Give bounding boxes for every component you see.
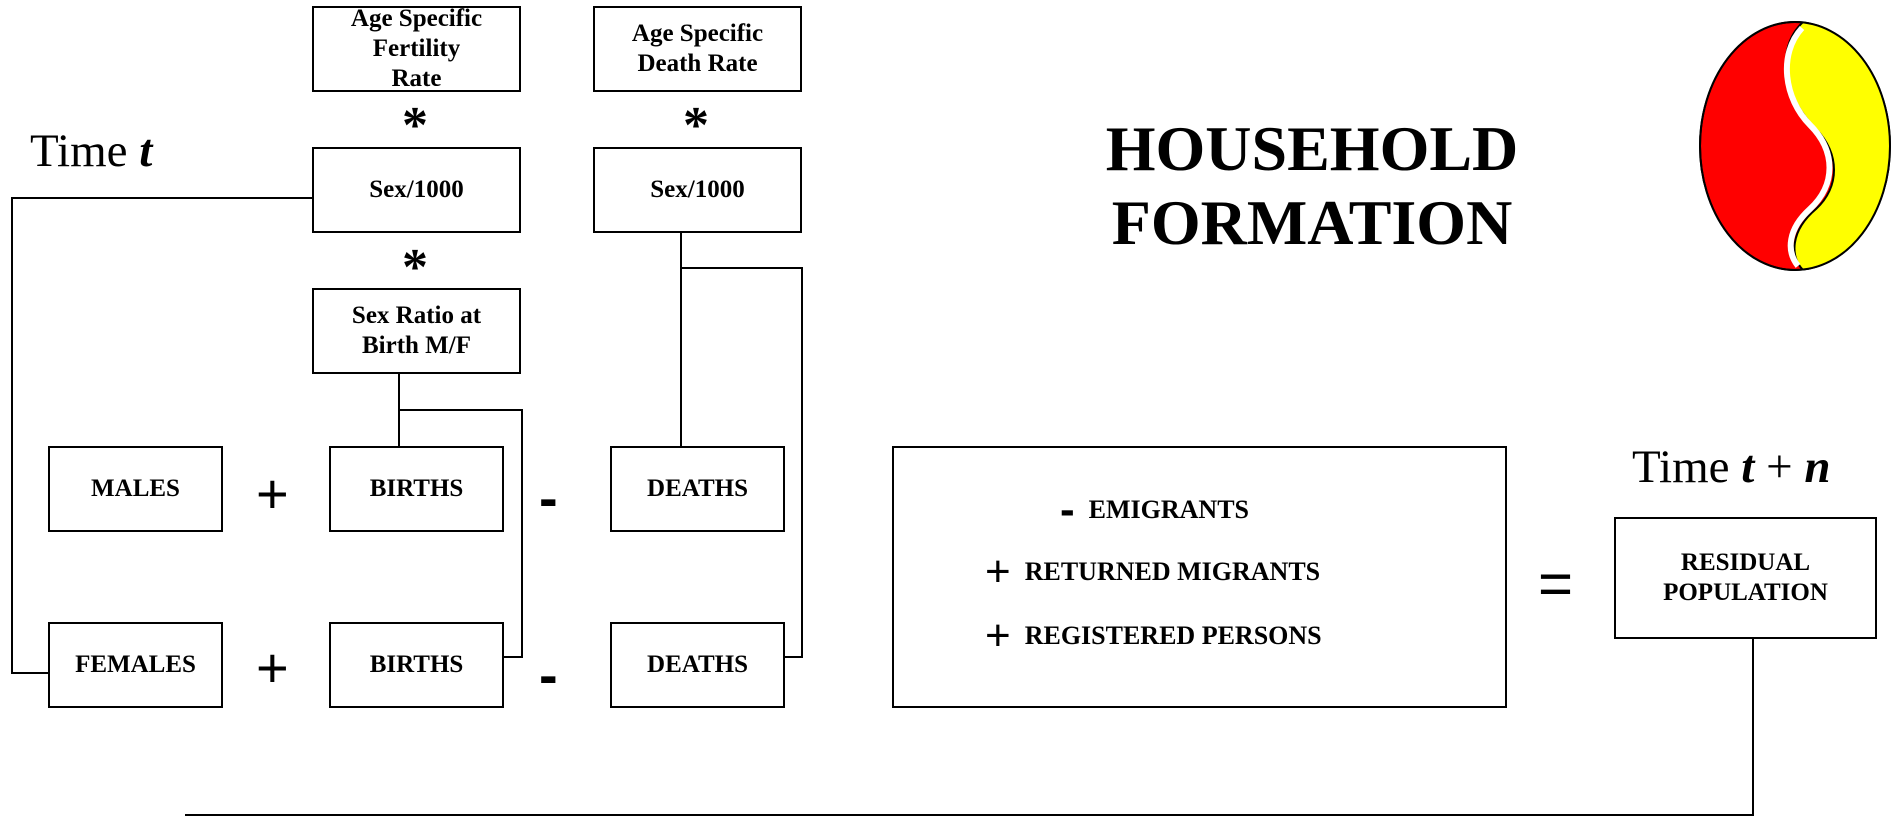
deaths-box-females: DEATHS: [610, 622, 785, 708]
registered-persons-label: REGISTERED PERSONS: [1024, 621, 1322, 650]
residual-population-box: RESIDUAL POPULATION: [1614, 517, 1877, 639]
returned-migrants-label: RETURNED MIGRANTS: [1024, 557, 1321, 586]
asdr-line-2: Death Rate: [637, 50, 758, 77]
sex-per-1000-label-fertility: Sex/1000: [369, 176, 464, 203]
plus-operator: +: [256, 636, 289, 699]
plus-sign: +: [985, 547, 1011, 596]
diagram-title: HOUSEHOLD FORMATION: [1052, 112, 1572, 260]
connector-sex-to-deaths-bottom: [681, 267, 803, 658]
sex-per-1000-label-death: Sex/1000: [650, 176, 745, 203]
males-box: MALES: [48, 446, 223, 532]
asdr-line-1: Age Specific: [631, 20, 764, 47]
deaths-box-males: DEATHS: [610, 446, 785, 532]
asfr-line-3: Rate: [391, 65, 442, 92]
title-line-2: FORMATION: [1111, 187, 1513, 259]
star-operator: *: [402, 239, 428, 296]
females-label: FEMALES: [75, 651, 196, 678]
minus-operator: -: [539, 466, 558, 529]
plus-sign: +: [985, 611, 1011, 660]
sex-per-1000-box-fertility: Sex/1000: [312, 147, 521, 233]
births-label-males: BIRTHS: [369, 475, 464, 502]
sex-ratio-line-1: Sex Ratio at: [351, 302, 482, 329]
time-end-op: +: [1766, 441, 1793, 493]
deaths-label-males: DEATHS: [647, 475, 748, 502]
equals-operator: =: [1538, 550, 1574, 617]
births-label-females: BIRTHS: [369, 651, 464, 678]
yin-yang-logo-icon: [1699, 21, 1891, 271]
connector-residual-feedback: [185, 639, 1754, 816]
sex-per-1000-box-death: Sex/1000: [593, 147, 802, 233]
asfr-line-1: Age Specific: [350, 5, 483, 32]
residual-line-1: RESIDUAL: [1680, 549, 1811, 576]
asfr-line-2: Fertility: [372, 35, 461, 62]
births-box-females: BIRTHS: [329, 622, 504, 708]
emigrants-label: EMIGRANTS: [1088, 495, 1250, 524]
plus-operator: +: [256, 462, 289, 525]
time-start-var: t: [139, 125, 153, 177]
sex-ratio-at-birth-box: Sex Ratio at Birth M/F: [312, 288, 521, 374]
time-start-prefix: Time: [30, 125, 128, 177]
time-end-var1: t: [1741, 441, 1755, 493]
males-label: MALES: [91, 475, 180, 502]
migration-line-returned: + RETURNED MIGRANTS: [985, 550, 1320, 594]
deaths-label-females: DEATHS: [647, 651, 748, 678]
residual-line-2: POPULATION: [1663, 579, 1828, 606]
star-operator: *: [683, 97, 709, 154]
time-end-var2: n: [1804, 441, 1831, 493]
females-box: FEMALES: [48, 622, 223, 708]
time-end-prefix: Time: [1632, 441, 1730, 493]
migration-line-emigrants: - EMIGRANTS: [1060, 488, 1249, 532]
title-line-1: HOUSEHOLD: [1105, 113, 1519, 184]
star-operator: *: [402, 97, 428, 154]
migration-line-registered: + REGISTERED PERSONS: [985, 614, 1322, 658]
minus-sign: -: [1060, 485, 1075, 534]
births-box-males: BIRTHS: [329, 446, 504, 532]
minus-operator: -: [539, 643, 558, 706]
time-end-label: Time t + n: [1632, 440, 1831, 494]
time-start-label: Time t: [30, 124, 152, 178]
connector-sexratio-to-births-bottom: [399, 409, 523, 658]
migration-box: [892, 446, 1507, 708]
connector-sex-to-females: [11, 197, 312, 674]
sex-ratio-line-2: Birth M/F: [361, 332, 471, 359]
